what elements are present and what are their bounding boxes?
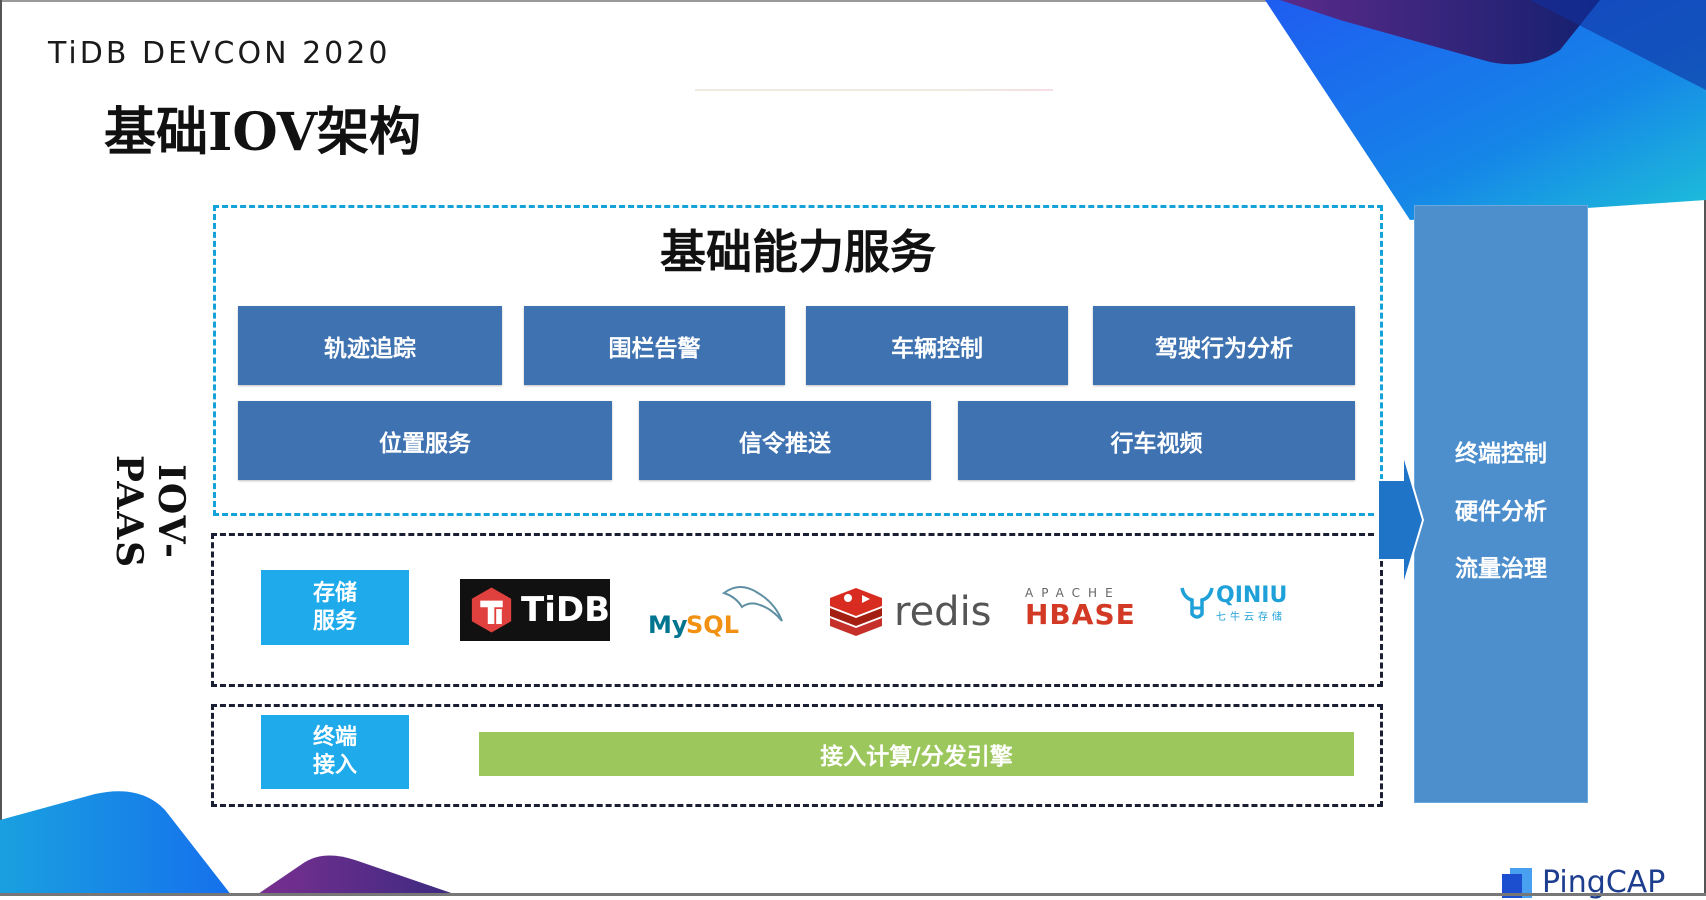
tidb-logo: TiDB	[460, 579, 610, 641]
service-box-driving-behavior: 驾驶行为分析	[1093, 306, 1355, 385]
storage-region	[211, 533, 1383, 687]
deco-top-right-blue	[1265, 0, 1706, 220]
decorative-line	[695, 89, 1053, 91]
redis-logo-text: redis	[894, 589, 992, 635]
mysql-logo: My SQL	[648, 583, 783, 643]
conference-title: TiDB DEVCON 2020	[48, 36, 391, 71]
qiniu-sub-text: 七牛云存储	[1216, 612, 1286, 623]
service-box-location: 位置服务	[238, 401, 612, 480]
mysql-dolphin-icon	[721, 586, 783, 622]
deco-top-right-navy	[1530, 0, 1706, 90]
redis-logo: redis	[826, 582, 992, 642]
service-box-trajectory: 轨迹追踪	[238, 306, 502, 385]
terminal-tag-line2: 接入	[312, 753, 357, 778]
service-box-vehicle-control: 车辆控制	[806, 306, 1068, 385]
deco-bottom-left-purple	[255, 855, 460, 896]
redis-cube-icon	[830, 588, 882, 636]
mysql-sql-text: SQL	[686, 611, 739, 639]
right-item-hardware-analysis: 硬件分析	[1455, 499, 1547, 525]
pingcap-logo: PingCAP	[1500, 868, 1665, 898]
right-item-traffic-governance: 流量治理	[1455, 556, 1547, 582]
storage-tag-line2: 服务	[312, 608, 357, 634]
service-box-geofence-alert: 围栏告警	[524, 306, 785, 385]
right-item-terminal-control: 终端控制	[1455, 441, 1547, 467]
pingcap-mark-icon	[1502, 868, 1532, 898]
capability-services-title: 基础能力服务	[660, 225, 936, 279]
frame-border-right	[1704, 0, 1706, 896]
terminal-access-region	[211, 704, 1383, 807]
qiniu-bull-icon	[1180, 587, 1214, 619]
frame-border-left	[0, 0, 2, 896]
hbase-logo: APACHE HBASE	[1025, 586, 1136, 630]
frame-border-top	[0, 0, 1706, 2]
right-panel: 终端控制 硬件分析 流量治理	[1414, 205, 1588, 803]
pingcap-text: PingCAP	[1542, 865, 1666, 900]
qiniu-logo: QINIU 七牛云存储	[1180, 584, 1287, 623]
slide-title: 基础IOV架构	[104, 102, 422, 163]
frame-border-bottom	[0, 893, 1706, 896]
deco-top-right-purple	[1280, 0, 1600, 65]
access-engine-bar: 接入计算/分发引擎	[479, 732, 1354, 776]
capability-services-region	[213, 205, 1383, 516]
tidb-hexagon-icon	[471, 587, 512, 633]
terminal-tag-line1: 终端	[312, 725, 357, 750]
storage-services-tag: 存储 服务	[261, 570, 409, 645]
deco-bottom-left-blue	[0, 791, 232, 896]
qiniu-logo-text: QINIU	[1216, 583, 1288, 608]
tidb-logo-text: TiDB	[521, 590, 610, 630]
hbase-main-text: HBASE	[1025, 598, 1136, 631]
service-box-signaling-push: 信令推送	[639, 401, 931, 480]
service-box-driving-video: 行车视频	[958, 401, 1355, 480]
platform-label: IOV-PAAS	[108, 454, 192, 570]
arrow-right-icon	[1377, 452, 1425, 588]
storage-tag-line1: 存储	[312, 580, 357, 606]
hbase-apache-text: APACHE	[1025, 586, 1121, 600]
terminal-access-tag: 终端 接入	[261, 715, 409, 789]
mysql-my-text: My	[648, 611, 688, 639]
